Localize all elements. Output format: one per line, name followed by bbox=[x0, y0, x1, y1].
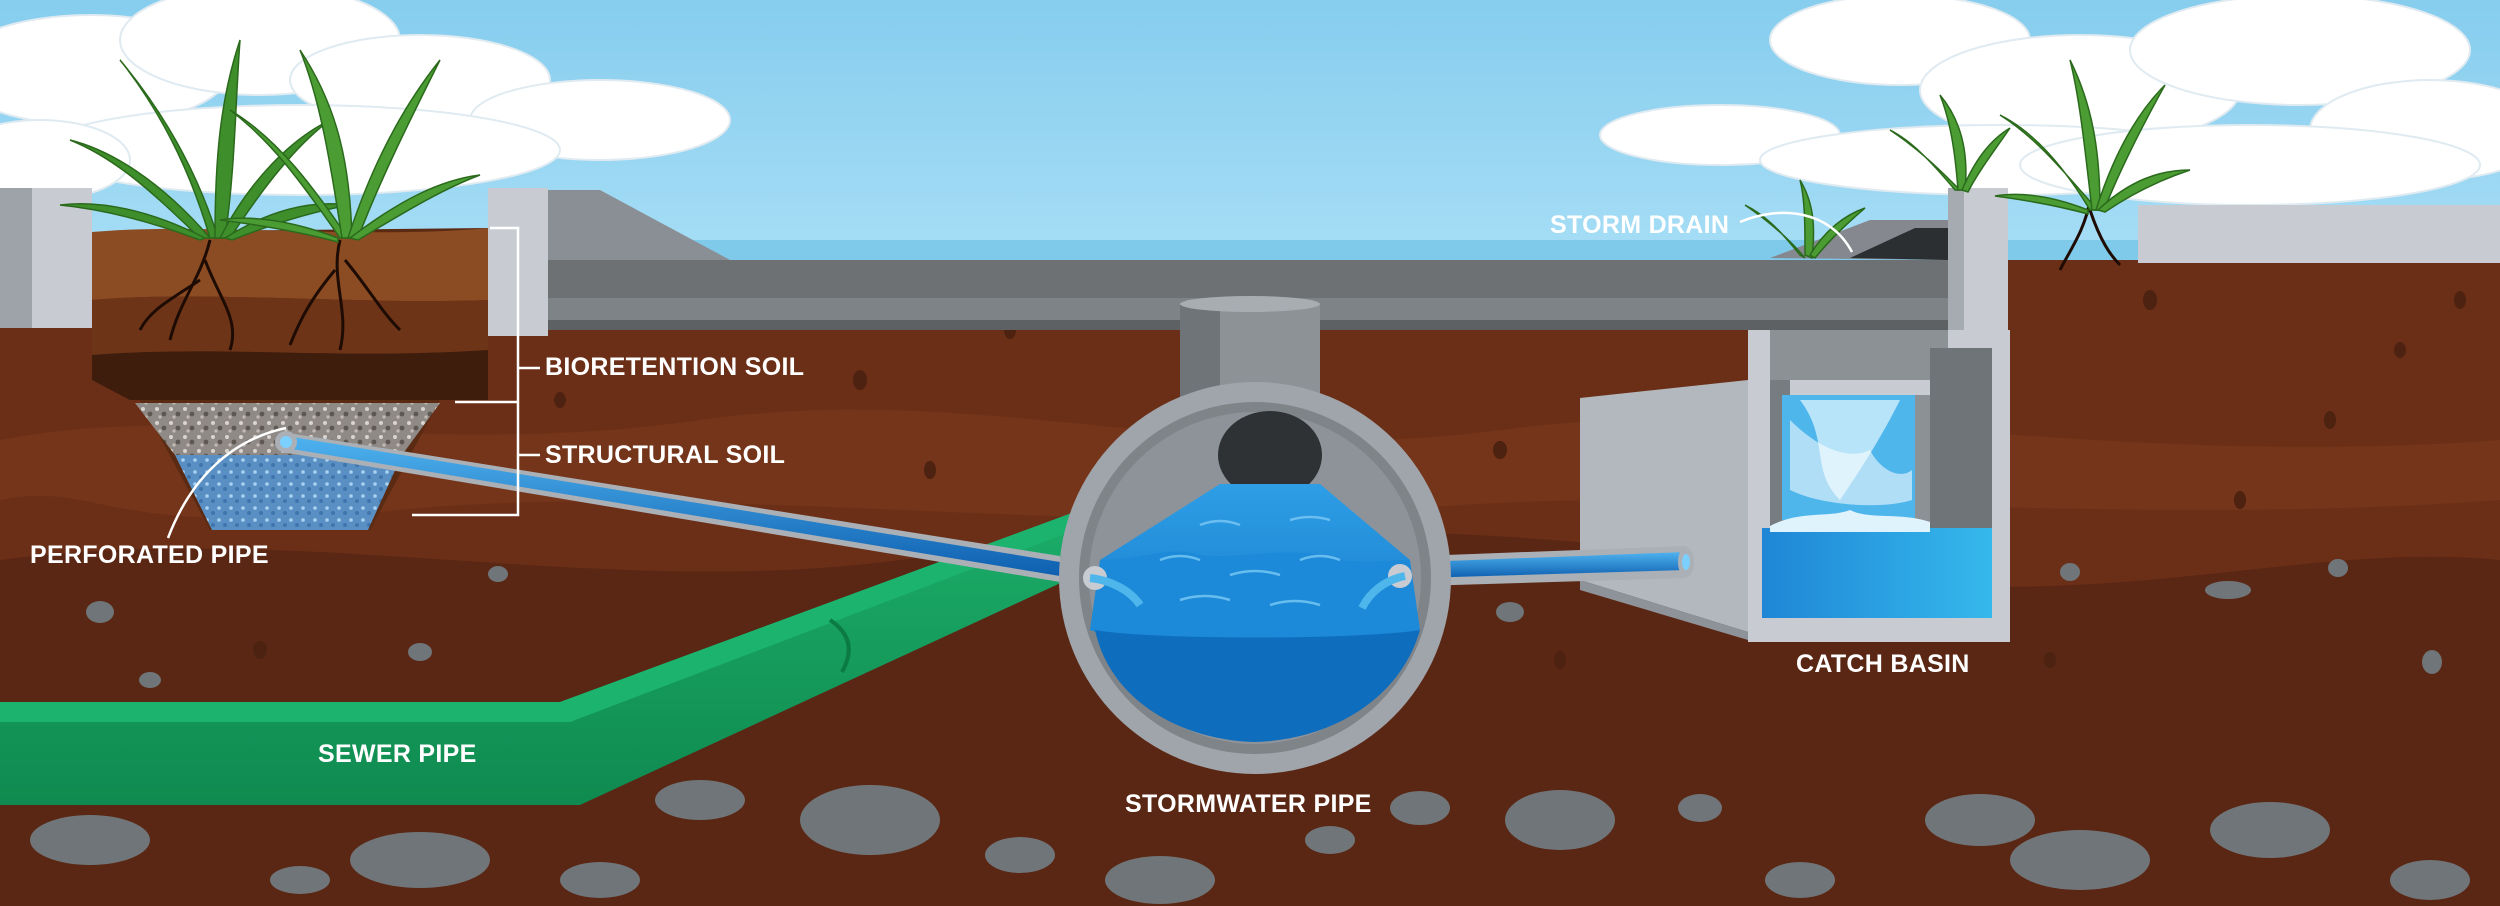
label-structural-soil: STRUCTURAL SOIL bbox=[545, 443, 785, 468]
label-bioretention-soil: BIORETENTION SOIL bbox=[545, 355, 804, 380]
label-sewer-pipe: SEWER PIPE bbox=[318, 742, 477, 767]
label-stormwater-pipe: STORMWATER PIPE bbox=[1125, 792, 1372, 817]
label-catch-basin: CATCH BASIN bbox=[1796, 652, 1970, 677]
label-storm-drain: STORM DRAIN bbox=[1550, 213, 1729, 238]
label-perforated-pipe: PERFORATED PIPE bbox=[30, 543, 269, 568]
